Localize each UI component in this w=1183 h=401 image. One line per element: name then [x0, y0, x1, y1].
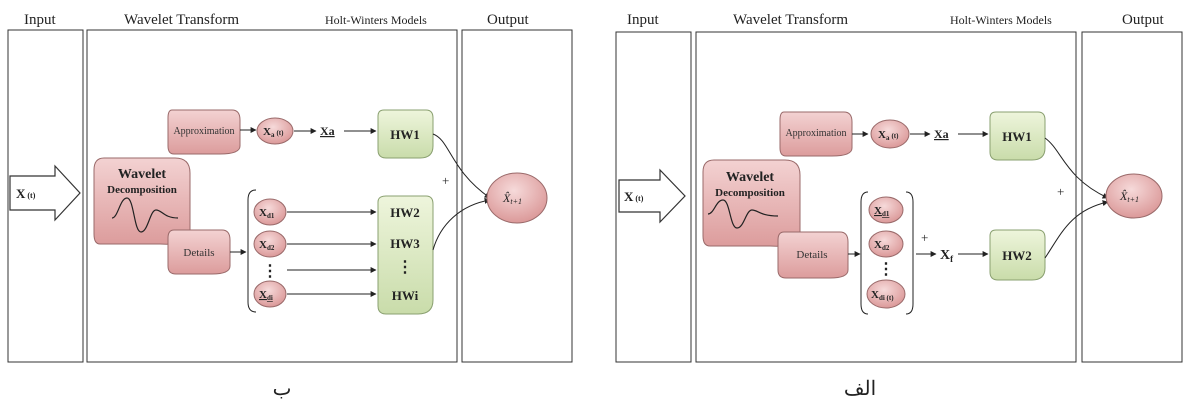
output-label: X̂t+1 — [502, 191, 522, 206]
xa-arrow-label: Xa — [934, 127, 949, 141]
curve-hw1-to-output — [432, 133, 491, 199]
xd1-node — [868, 196, 904, 224]
detail-ellipsis: ⋮ — [878, 261, 894, 278]
wavelet-waveform-icon — [707, 199, 779, 229]
input-label: X(t) — [16, 186, 36, 201]
left-brace — [860, 191, 869, 315]
hw2-label: HW2 — [390, 205, 420, 220]
xd1-node — [253, 198, 287, 226]
output-box — [461, 29, 573, 363]
input-header: Input — [627, 12, 659, 28]
xd1-label: Xd1 — [874, 205, 890, 218]
input-box — [615, 31, 692, 363]
plus-sign: + — [442, 173, 449, 188]
output-node — [486, 172, 548, 224]
output-label: X̂t+1 — [1119, 189, 1139, 204]
xd2-label: Xd2 — [874, 239, 890, 252]
input-header: Input — [24, 12, 56, 28]
xa-node-label: Xa(t) — [263, 126, 284, 139]
input-arrow-shape — [9, 164, 81, 222]
plus-sign: + — [1057, 184, 1064, 199]
right-brace — [905, 191, 914, 315]
wavelet-title: Wavelet — [726, 170, 775, 185]
hw-stack-block — [377, 195, 434, 315]
panel-alef: Input Wavelet Transform Holt-Winters Mod… — [615, 12, 1183, 400]
output-header: Output — [487, 12, 530, 28]
wavelet-transform-header: Wavelet Transform — [733, 12, 848, 28]
xd2-node — [868, 230, 904, 258]
xdi-node — [253, 280, 287, 308]
details-block — [777, 231, 849, 279]
approximation-block — [779, 111, 853, 157]
wavelet-subtitle: Decomposition — [715, 187, 785, 199]
hwi-label: HWi — [392, 288, 419, 303]
curve-hw1-to-output — [1044, 137, 1109, 199]
hw2-block — [989, 229, 1046, 281]
input-box — [7, 29, 84, 363]
hw1-block — [377, 109, 434, 159]
curve-stack-to-output — [432, 197, 491, 251]
wavelet-transform-header: Wavelet Transform — [124, 12, 239, 28]
hw1-label: HW1 — [1002, 129, 1032, 144]
approximation-label: Approximation — [785, 128, 846, 139]
input-label: X(t) — [624, 189, 644, 204]
wavelet-subtitle: Decomposition — [107, 184, 177, 196]
hw2-label: HW2 — [1002, 248, 1032, 263]
wavelet-transform-box — [86, 29, 458, 363]
details-block — [167, 229, 231, 275]
curve-hw2-to-output — [1044, 200, 1109, 259]
xdi-label: Xdi (t) — [871, 289, 894, 302]
detail-ellipsis: ⋮ — [262, 263, 278, 280]
details-label: Details — [796, 249, 827, 261]
wavelet-title: Wavelet — [118, 167, 167, 182]
holt-winters-header: Holt-Winters Models — [950, 13, 1052, 27]
output-box — [1081, 31, 1183, 363]
xd1-label: Xd1 — [259, 207, 275, 220]
xd2-node — [253, 230, 287, 258]
inner-plus-sign: + — [921, 230, 928, 245]
caption-b: ب — [273, 378, 292, 400]
output-node — [1105, 173, 1163, 219]
approximation-block — [167, 109, 241, 155]
details-label: Details — [183, 247, 214, 259]
hw1-label: HW1 — [390, 127, 420, 142]
hw3-label: HW3 — [390, 236, 420, 251]
xf-label: Xf — [940, 248, 954, 264]
xdi-node — [866, 279, 906, 309]
wavelet-decomposition-block — [93, 157, 191, 245]
xa-node-label: Xa(t) — [878, 129, 899, 142]
xa-arrow-label: Xa — [320, 124, 335, 138]
xd2-label: Xd2 — [259, 239, 275, 252]
xa-node — [870, 119, 910, 149]
hw1-block — [989, 111, 1046, 161]
left-brace — [247, 189, 257, 313]
wavelet-waveform-icon — [111, 197, 179, 233]
panel-b: Input Wavelet Transform Holt-Winters Mod… — [7, 12, 573, 400]
xa-node — [256, 117, 294, 145]
output-header: Output — [1122, 12, 1165, 28]
caption-alef: الف — [844, 378, 876, 400]
wavelet-decomposition-block — [702, 159, 801, 247]
holt-winters-header: Holt-Winters Models — [325, 13, 427, 27]
xdi-label: Xdi — [259, 289, 273, 302]
wavelet-transform-box — [695, 31, 1077, 363]
hw-ellipsis: ⋮ — [397, 259, 413, 276]
approximation-label: Approximation — [173, 126, 234, 137]
input-arrow-shape — [618, 168, 686, 224]
